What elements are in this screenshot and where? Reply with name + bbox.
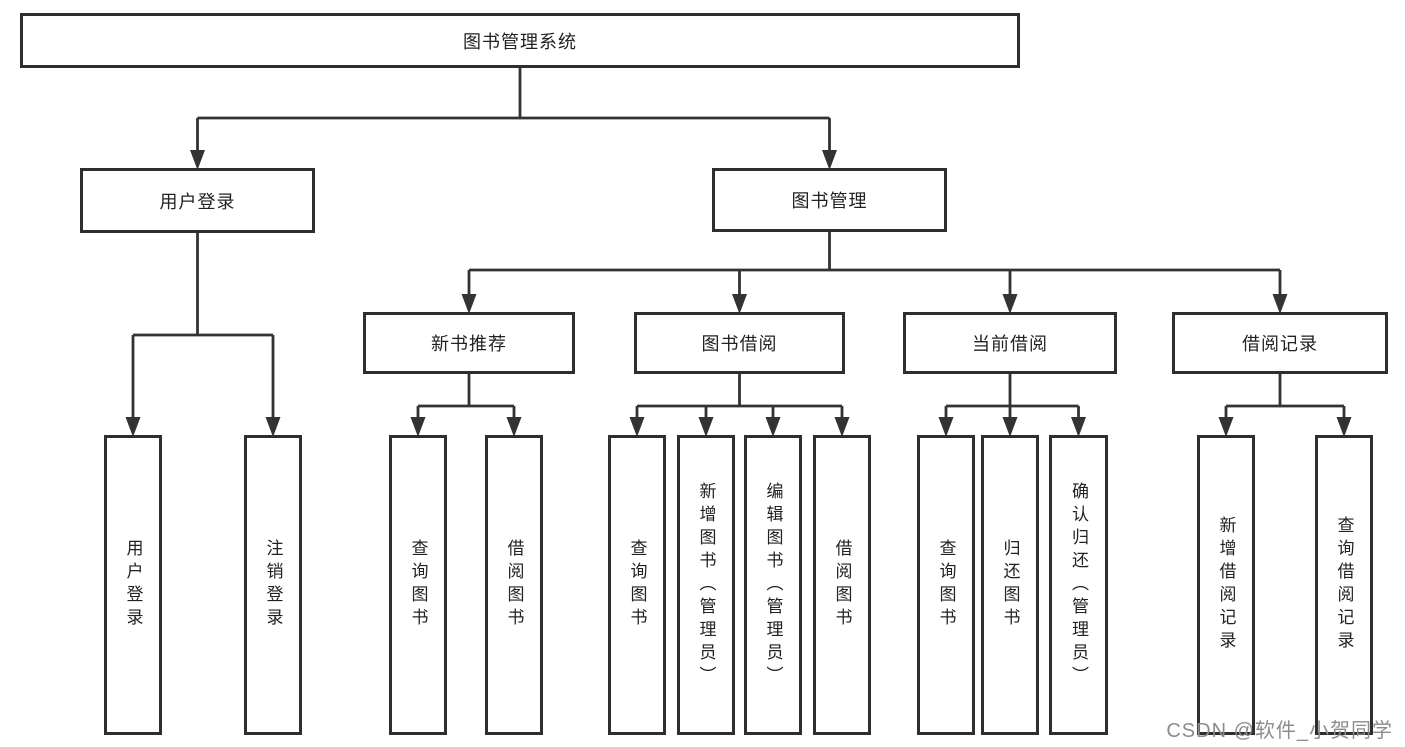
node-label: 借阅图书 <box>832 539 852 631</box>
node-label: 用户登录 <box>123 539 143 631</box>
edge-library-system <box>196 67 831 152</box>
arrowhead-icon <box>410 417 426 437</box>
arrowhead-icon <box>732 294 747 314</box>
arrowhead-icon <box>461 294 477 314</box>
node-label: 查询图书 <box>627 539 647 631</box>
node-new-book-rec: 新书推荐 <box>363 312 575 374</box>
node-book-borrow: 图书借阅 <box>634 312 845 374</box>
node-label: 用户登录 <box>159 191 236 212</box>
node-label: 归还图书 <box>1000 539 1020 631</box>
node-label: 借阅图书 <box>504 539 524 631</box>
arrowhead-icon <box>125 417 141 437</box>
arrowhead-icon <box>629 417 645 437</box>
node-leaf-query-record: 查询借阅记录 <box>1315 435 1373 735</box>
edge-book-mgmt <box>467 231 1282 296</box>
node-leaf-confirm-return: 确认归还（管理员） <box>1049 435 1108 735</box>
node-label: 借阅记录 <box>1242 334 1318 354</box>
node-leaf-add-book: 新增图书（管理员） <box>677 435 735 735</box>
node-leaf-user-login: 用户登录 <box>104 435 162 735</box>
node-leaf-borrow-book-2: 借阅图书 <box>813 435 871 735</box>
arrowhead-icon <box>938 417 954 437</box>
node-label: 注销登录 <box>263 539 283 631</box>
node-leaf-logout: 注销登录 <box>244 435 302 735</box>
node-leaf-return-book: 归还图书 <box>981 435 1039 735</box>
arrowhead-icon <box>1218 417 1234 437</box>
edge-borrow-record <box>1224 373 1346 419</box>
node-leaf-query-book-2: 查询图书 <box>608 435 666 735</box>
node-label: 编辑图书（管理员） <box>763 481 783 689</box>
arrowhead-icon <box>1002 417 1018 437</box>
node-label: 图书管理系统 <box>463 31 577 52</box>
arrowhead-icon <box>834 417 850 437</box>
node-label: 图书借阅 <box>701 334 778 354</box>
node-label: 新增借阅记录 <box>1216 516 1236 654</box>
node-user-login: 用户登录 <box>80 168 315 233</box>
arrowhead-icon <box>1071 417 1086 437</box>
node-label: 新书推荐 <box>431 334 507 354</box>
node-label: 查询图书 <box>936 539 956 631</box>
edge-current-borrow <box>944 373 1080 419</box>
node-label: 新增图书（管理员） <box>696 481 716 689</box>
arrowhead-icon <box>822 150 837 170</box>
arrowhead-icon <box>190 150 205 170</box>
edge-book-borrow <box>635 373 844 419</box>
node-book-mgmt: 图书管理 <box>712 168 947 232</box>
node-label: 查询借阅记录 <box>1334 516 1354 654</box>
arrowhead-icon <box>698 417 714 437</box>
arrowhead-icon <box>265 417 281 437</box>
edge-user-login <box>131 232 275 419</box>
node-leaf-edit-book: 编辑图书（管理员） <box>744 435 802 735</box>
arrowhead-icon <box>1002 294 1018 314</box>
node-borrow-record: 借阅记录 <box>1172 312 1388 374</box>
arrowhead-icon <box>1272 294 1288 314</box>
node-label: 确认归还（管理员） <box>1069 481 1088 689</box>
node-leaf-query-book-3: 查询图书 <box>917 435 975 735</box>
node-current-borrow: 当前借阅 <box>903 312 1117 374</box>
node-leaf-borrow-book-1: 借阅图书 <box>485 435 543 735</box>
node-label: 当前借阅 <box>972 334 1048 354</box>
node-label: 图书管理 <box>791 191 868 211</box>
node-label: 查询图书 <box>408 539 428 631</box>
arrowhead-icon <box>506 417 522 437</box>
arrowhead-icon <box>765 417 781 437</box>
arrowhead-icon <box>1336 417 1352 437</box>
node-leaf-add-record: 新增借阅记录 <box>1197 435 1255 735</box>
node-leaf-query-book-1: 查询图书 <box>389 435 447 735</box>
edge-new-book-rec <box>416 373 516 419</box>
node-library-system: 图书管理系统 <box>20 13 1020 68</box>
